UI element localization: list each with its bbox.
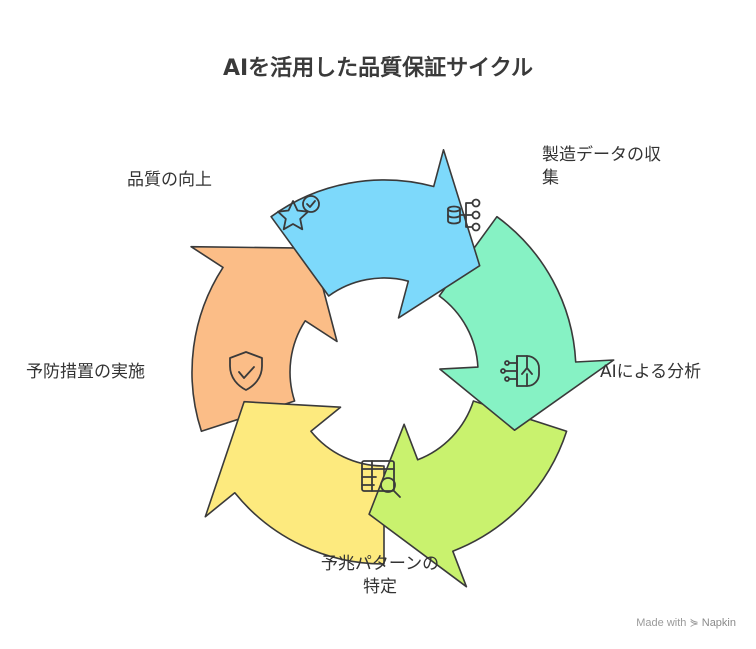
database-icon [447, 198, 481, 232]
segment-pattern-identification [368, 400, 568, 588]
napkin-watermark: Made with ⋟ Napkin [636, 617, 736, 629]
step-label-pattern-identification: 予兆パターンの 特定 [320, 554, 440, 597]
segment-data-collection [270, 149, 481, 319]
segment-ai-analysis [438, 215, 615, 431]
diagram-title: AIを活用した品質保証サイクル [222, 56, 534, 81]
table-search-icon [361, 460, 401, 498]
step-label-ai-analysis: AIによる分析 [600, 362, 702, 382]
napkin-logo-icon: ⋟ [689, 617, 699, 629]
segment-quality-improvement [190, 245, 338, 433]
shield-check-icon [229, 351, 263, 391]
star-check-icon [277, 195, 320, 231]
step-label-preventive-action: 予防措置の実施 [26, 362, 145, 382]
step-label-quality-improvement: 品質の向上 [127, 170, 212, 190]
step-label-data-collection: 製造データの収 集 [542, 145, 661, 188]
ai-chip-icon [500, 355, 540, 387]
segment-preventive-action [204, 400, 385, 565]
